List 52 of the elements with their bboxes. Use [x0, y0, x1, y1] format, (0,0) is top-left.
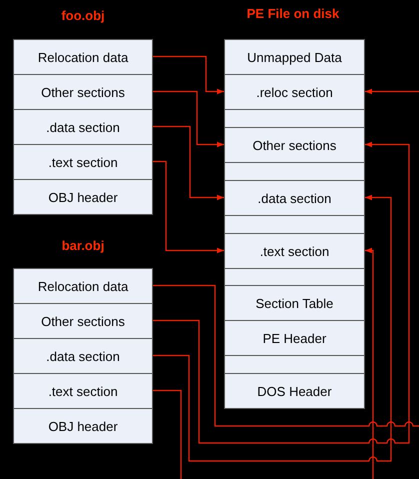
- section-box: [13, 109, 153, 145]
- arrow: [153, 90, 224, 148]
- section-box: [13, 179, 153, 215]
- arrow: [153, 126, 224, 200]
- section-box: [224, 320, 365, 356]
- section-label: .text section: [260, 244, 330, 258]
- blank-section: [224, 268, 365, 286]
- section-box: [13, 268, 153, 304]
- stack-title: PE File on disk: [246, 6, 340, 21]
- arrow: [153, 88, 419, 427]
- arrow: [153, 248, 374, 479]
- stack-title: foo.obj: [61, 8, 105, 23]
- section-box: [224, 233, 365, 269]
- arrow: [153, 160, 224, 254]
- section-label: OBJ header: [48, 190, 118, 204]
- section-box: [13, 303, 153, 339]
- section-label: OBJ header: [48, 418, 118, 434]
- stack-title: bar.obj: [62, 238, 104, 253]
- section-box: [224, 180, 365, 216]
- arrow: [153, 56, 224, 94]
- section-label: Other sections: [41, 314, 125, 328]
- section-box: [13, 39, 153, 75]
- section-label: Relocation data: [38, 278, 128, 294]
- section-box: [13, 408, 153, 444]
- section-label: .text section: [48, 384, 118, 398]
- section-label: Section Table: [256, 296, 334, 310]
- arrow: [153, 142, 410, 444]
- section-box: [13, 144, 153, 180]
- section-box: [13, 338, 153, 374]
- section-label: DOS Header: [257, 384, 332, 398]
- section-label: Unmapped Data: [247, 50, 342, 64]
- blank-section: [224, 355, 365, 374]
- section-label: .reloc section: [256, 84, 333, 100]
- section-label: Other sections: [252, 138, 336, 152]
- blank-section: [224, 109, 365, 128]
- section-label: .data section: [258, 190, 332, 206]
- section-box: [13, 373, 153, 409]
- section-box: [224, 373, 365, 409]
- section-label: Other sections: [41, 84, 125, 100]
- section-box: [224, 74, 365, 110]
- blank-section: [224, 215, 365, 234]
- section-box: [224, 39, 365, 75]
- section-label: .data section: [46, 120, 120, 134]
- section-label: PE Header: [262, 330, 326, 346]
- section-box: [13, 74, 153, 110]
- arrow: [153, 194, 392, 462]
- section-box: [224, 285, 365, 321]
- section-label: .data section: [46, 348, 120, 364]
- section-box: [224, 127, 365, 163]
- section-label: Relocation data: [38, 50, 128, 64]
- blank-section: [224, 162, 365, 181]
- section-label: .text section: [48, 154, 118, 170]
